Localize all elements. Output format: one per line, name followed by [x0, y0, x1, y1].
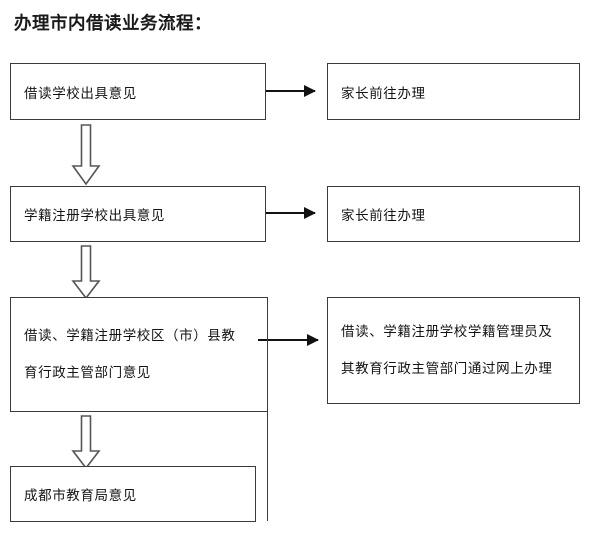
box-text-line: 学籍注册学校出具意见	[24, 208, 165, 224]
process-box-borrow-school-opinion: 借读学校出具意见	[10, 63, 266, 120]
process-box-registration-school-opinion: 学籍注册学校出具意见	[10, 186, 266, 242]
process-box-parent-visit-2: 家长前往办理	[327, 186, 580, 242]
process-box-parent-visit-1: 家长前往办理	[327, 63, 580, 120]
box-text-line: 其教育行政主管部门通过网上办理	[341, 360, 553, 377]
page-title: 办理市内借读业务流程：	[14, 14, 212, 34]
column-guide-line	[266, 297, 269, 521]
box-text-line: 借读学校出具意见	[24, 85, 137, 102]
down-arrow-icon-3	[70, 415, 102, 470]
connector-arrow-row2	[266, 212, 315, 214]
process-box-online-processing: 借读、学籍注册学校学籍管理员及 其教育行政主管部门通过网上办理	[327, 297, 580, 404]
box-text-line: 借读、学籍注册学校区（市）县教	[24, 328, 236, 345]
down-arrow-icon-2	[70, 245, 102, 300]
down-arrow-icon-1	[70, 124, 102, 186]
box-text-line: 家长前往办理	[341, 85, 426, 102]
box-text-line: 家长前往办理	[341, 208, 426, 224]
connector-arrow-row3	[258, 339, 318, 341]
box-text-line: 育行政主管部门意见	[24, 364, 151, 381]
box-text-line: 成都市教育局意见	[24, 488, 137, 504]
box-text-line: 借读、学籍注册学校学籍管理员及	[341, 324, 553, 341]
process-box-district-education-opinion: 借读、学籍注册学校区（市）县教 育行政主管部门意见	[10, 297, 268, 412]
connector-arrow-row1	[266, 90, 315, 92]
process-box-chengdu-bureau-opinion: 成都市教育局意见	[10, 466, 256, 522]
